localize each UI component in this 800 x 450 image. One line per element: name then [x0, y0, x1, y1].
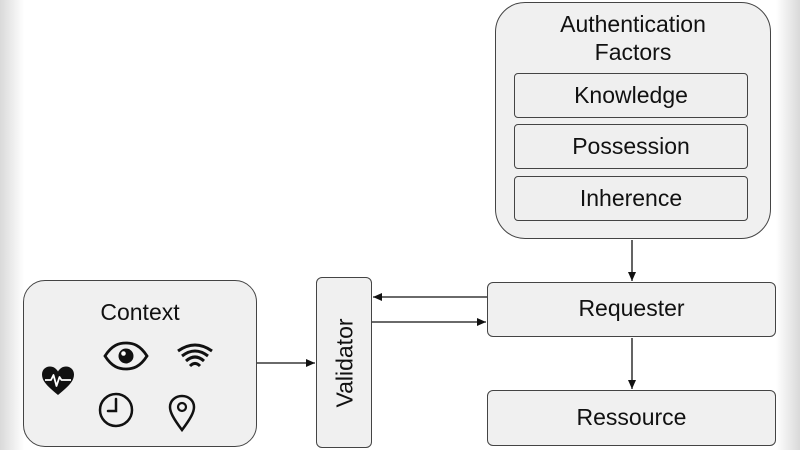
right-edge-shading	[776, 0, 800, 450]
location-pin-icon	[168, 394, 196, 432]
context-box: Context	[23, 280, 257, 447]
requester-box: Requester	[487, 282, 776, 337]
validator-box: Validator	[316, 277, 372, 448]
factor-possession: Possession	[514, 124, 748, 169]
resource-box: Ressource	[487, 390, 776, 446]
authentication-factors-title: Authentication Factors	[560, 11, 706, 65]
left-edge-shading	[0, 0, 24, 450]
clock-icon	[98, 392, 134, 428]
validator-label: Validator	[331, 317, 358, 408]
requester-label: Requester	[578, 295, 685, 321]
factor-knowledge: Knowledge	[514, 73, 748, 118]
eye-icon	[103, 341, 149, 371]
wifi-icon	[177, 343, 213, 368]
authentication-factors-group: Authentication Factors Knowledge Possess…	[495, 2, 771, 239]
heart-rate-icon	[42, 366, 74, 395]
factor-inherence: Inherence	[514, 176, 748, 221]
resource-label: Ressource	[576, 404, 687, 430]
context-label: Context	[100, 299, 180, 325]
